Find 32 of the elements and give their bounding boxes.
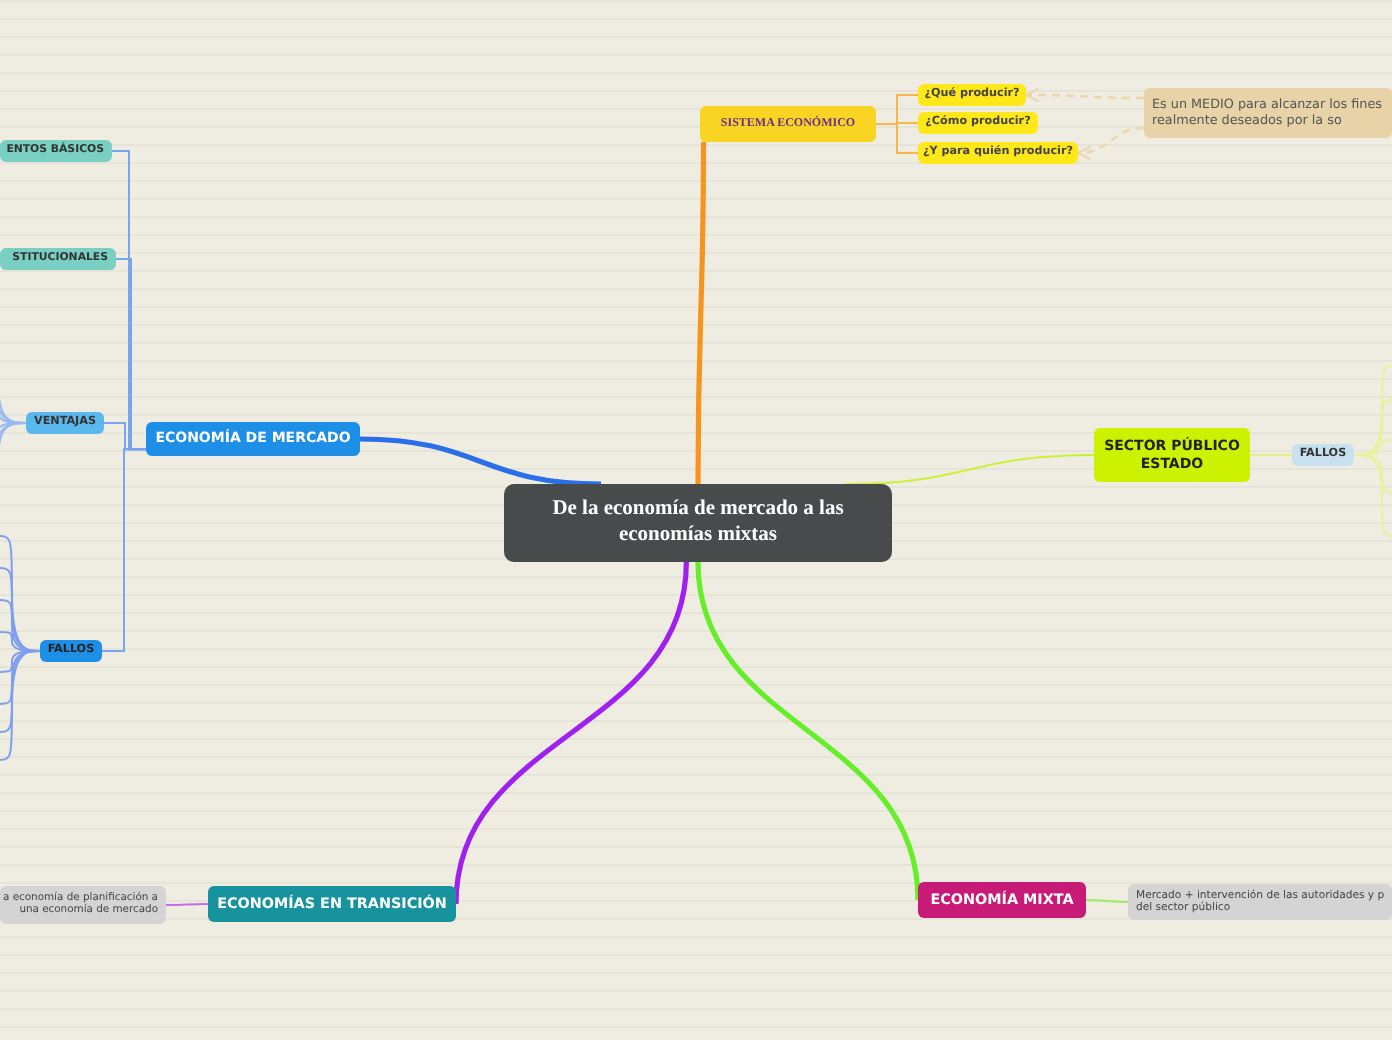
central-topic (504, 484, 892, 562)
branch-line (875, 123, 919, 154)
branch-line (359, 436, 602, 487)
node-text: De la economía de mercado a las economías mixtas (550, 498, 846, 548)
branch-line (695, 142, 707, 484)
branch-line (695, 561, 921, 901)
topic-box (146, 422, 360, 456)
note-box (1144, 88, 1392, 138)
branch-line (453, 561, 689, 905)
dashed-arrow (1024, 87, 1144, 103)
topic-box (0, 140, 112, 162)
branch-line (101, 448, 147, 652)
topic-box (918, 142, 1078, 164)
branch-line (0, 650, 41, 761)
dashed-arrow (1076, 126, 1145, 160)
topic-box (0, 248, 116, 270)
topic-box (1292, 444, 1354, 466)
topic-box (918, 882, 1086, 918)
topic-box (1094, 428, 1250, 482)
topic-box (26, 412, 104, 434)
branch-line (165, 903, 209, 906)
topic-box (40, 640, 102, 662)
branch-line (1249, 454, 1293, 456)
topic-box (918, 84, 1026, 106)
topic-box (700, 106, 876, 142)
topic-box (208, 886, 456, 922)
note-box (1128, 884, 1392, 920)
branch-line (844, 454, 1095, 485)
branch-line (1085, 899, 1129, 903)
topic-box (918, 112, 1038, 134)
branch-line (1353, 454, 1392, 537)
note-box (0, 886, 166, 924)
